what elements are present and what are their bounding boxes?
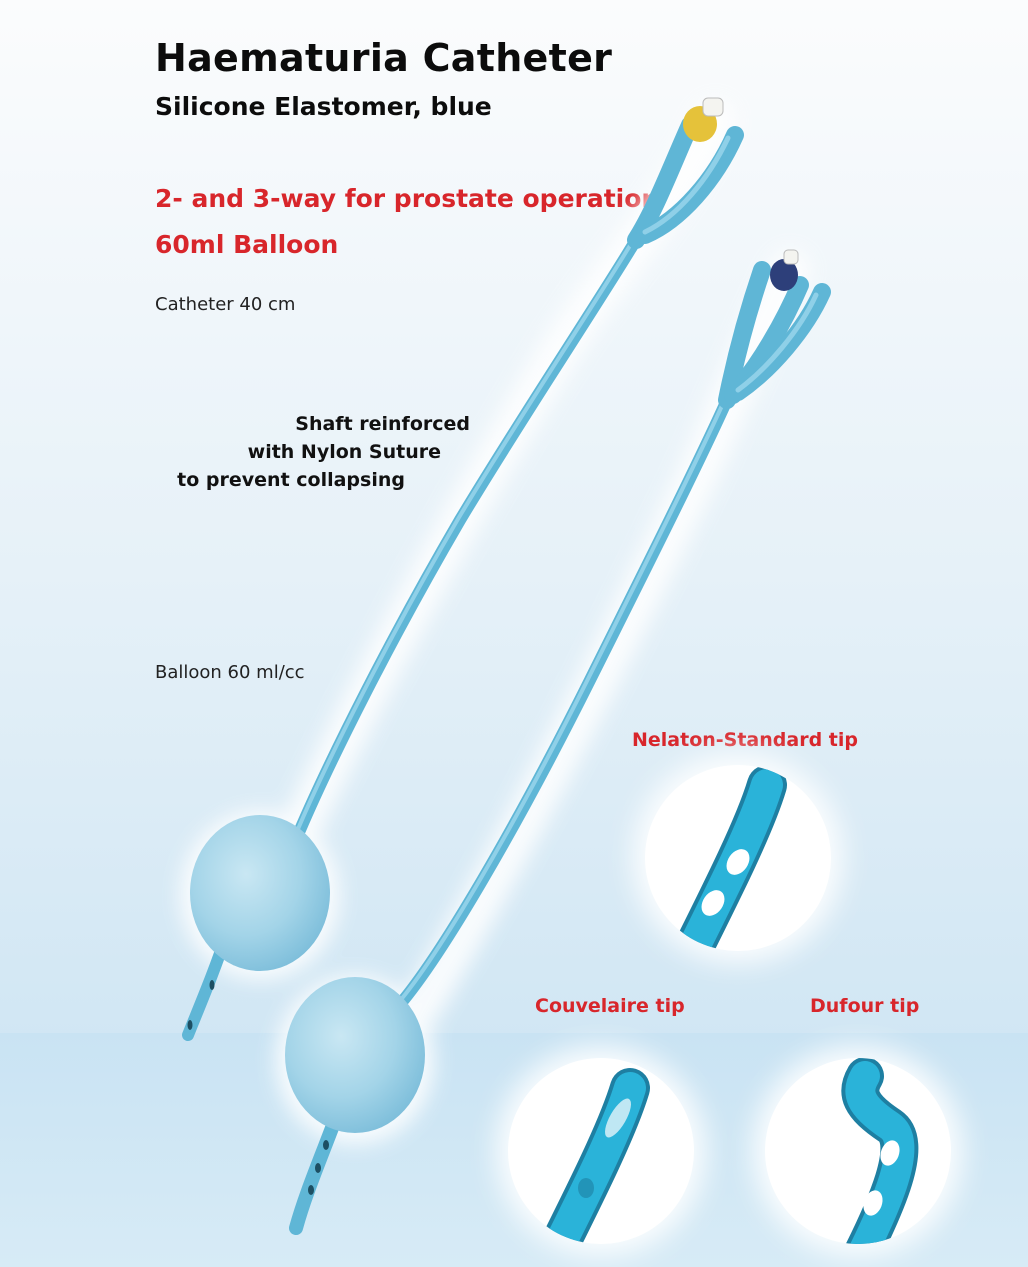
balloon-shape (190, 815, 330, 971)
dufour-tip-label: Dufour tip (810, 995, 920, 1017)
shaft-reinforcement-note: Shaft reinforced with Nylon Suture to pr… (160, 410, 470, 494)
shaft-note-line: Shaft reinforced (295, 413, 470, 435)
couvelaire-tip-detail (508, 1058, 694, 1244)
balloon-shape (285, 977, 425, 1133)
catheter-length-text: Catheter 40 cm (155, 294, 296, 315)
page-title: Haematuria Catheter (155, 36, 613, 80)
dufour-tip-detail (765, 1058, 951, 1244)
highlight-balloon: 60ml Balloon (155, 230, 339, 259)
dufour-tip-icon (841, 1058, 919, 1244)
couvelaire-tip-icon (537, 1068, 650, 1244)
two-way-catheter-icon (182, 97, 744, 1041)
nelaton-tip-icon (669, 765, 787, 951)
couvelaire-tip-label: Couvelaire tip (535, 995, 685, 1017)
shaft-note-line: to prevent collapsing (177, 469, 405, 491)
balloon-volume-text: Balloon 60 ml/cc (155, 662, 305, 683)
three-way-catheter-icon (285, 249, 831, 1235)
page-subtitle: Silicone Elastomer, blue (155, 92, 492, 121)
shaft-note-line: with Nylon Suture (247, 441, 441, 463)
nelaton-tip-label: Nelaton-Standard tip (632, 729, 858, 751)
highlight-usage: 2- and 3-way for prostate operation (155, 184, 660, 213)
nelaton-tip-detail (645, 765, 831, 951)
